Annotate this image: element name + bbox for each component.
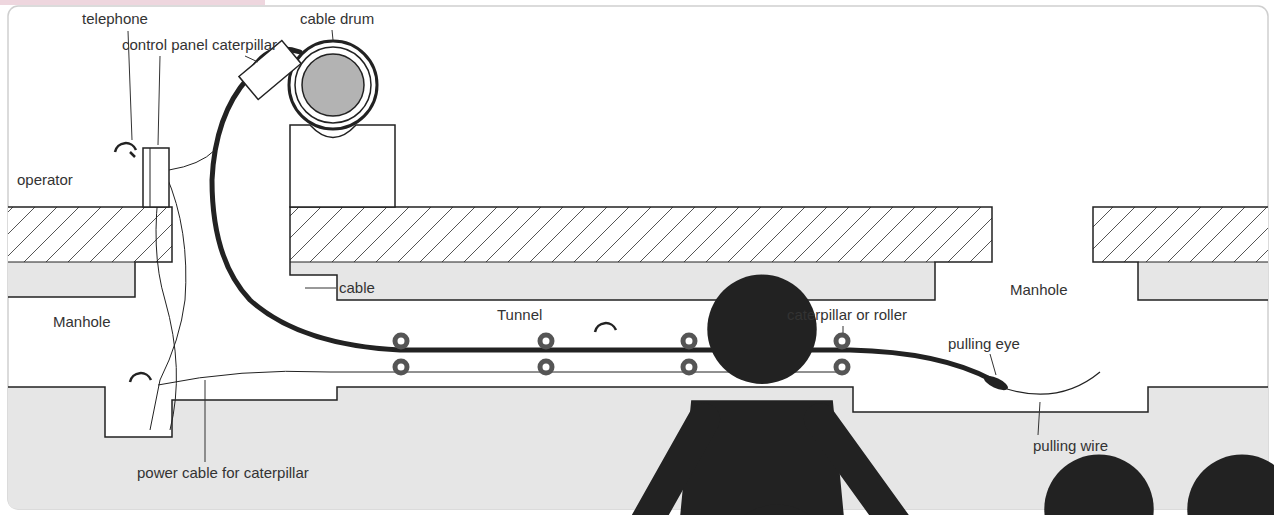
part-label: Manhole: [1010, 281, 1068, 299]
part-label: cable drum: [300, 10, 374, 28]
part-label: Tunnel: [497, 306, 542, 324]
part-label: power cable for caterpillar: [137, 464, 309, 482]
part-label: pulling eye: [948, 335, 1020, 353]
part-label: caterpillar or roller: [787, 306, 907, 324]
part-label: cable: [339, 279, 375, 297]
part-label: caterpillar: [212, 36, 277, 54]
part-label: operator: [17, 171, 73, 189]
part-label: pulling wire: [1033, 437, 1108, 455]
part-label: telephone: [82, 10, 148, 28]
part-label: Manhole: [53, 313, 111, 331]
part-label: control panel: [122, 36, 208, 54]
